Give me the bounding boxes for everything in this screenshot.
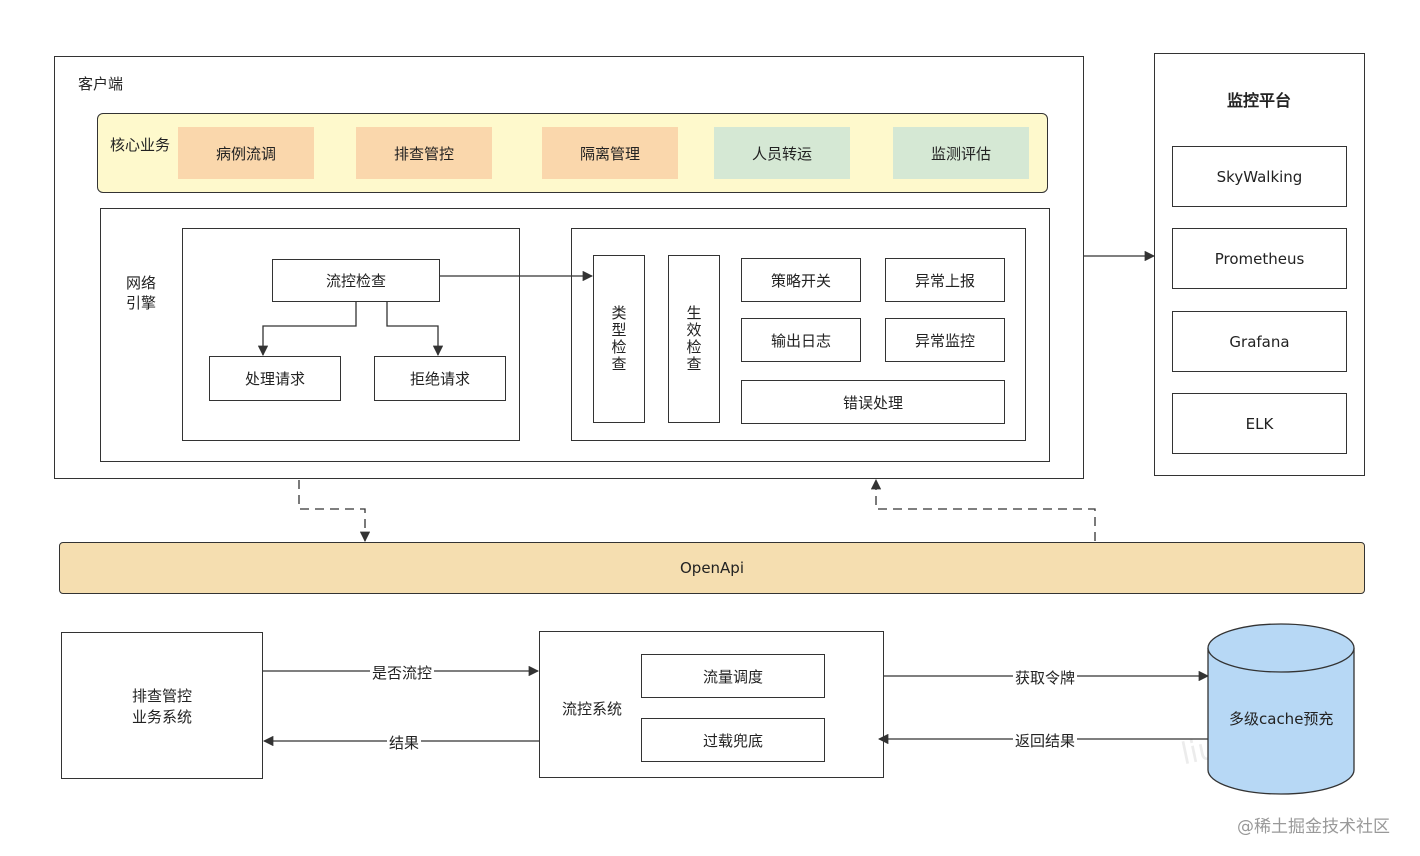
core-item-case-trace[interactable]: 病例流调 [178,127,314,179]
core-item-screening[interactable]: 排查管控 [356,127,492,179]
exception-monitor-box[interactable]: 异常监控 [885,318,1005,362]
label-get-token: 获取令牌 [1013,667,1078,688]
flow-system-title: 流控系统 [562,700,623,718]
exception-report-box[interactable]: 异常上报 [885,258,1005,302]
monitor-platform-title: 监控平台 [1227,91,1292,110]
label-result: 结果 [387,732,422,753]
screening-biz-line2: 业务系统 [131,707,192,726]
label-is-flow-controlled: 是否流控 [370,662,435,683]
screening-biz-system-box[interactable]: 排查管控 业务系统 [61,632,263,779]
monitor-item-prometheus[interactable]: Prometheus [1172,228,1347,289]
overload-fallback-box[interactable]: 过载兜底 [641,718,825,762]
dashed-client-to-openapi [298,480,371,543]
cache-label: 多级cache预充 [1229,710,1334,728]
cache-cylinder [1207,623,1355,795]
core-item-isolation[interactable]: 隔离管理 [542,127,678,179]
reject-request-box[interactable]: 拒绝请求 [374,356,506,401]
core-item-transfer[interactable]: 人员转运 [714,127,850,179]
strategy-switch-box[interactable]: 策略开关 [741,258,861,302]
client-title: 客户端 [78,75,124,93]
network-engine-title-1: 网络 [126,274,157,292]
arrow-flowcheck-to-reject [386,302,444,357]
effect-check-label: 生效检查 [684,305,703,373]
monitor-item-skywalking[interactable]: SkyWalking [1172,146,1347,207]
footer-credit: @稀土掘金技术社区 [1237,817,1390,837]
label-return-result: 返回结果 [1013,730,1078,751]
flow-dispatch-box[interactable]: 流量调度 [641,654,825,698]
effect-check-box[interactable]: 生效检查 [668,255,720,423]
core-item-monitor-eval[interactable]: 监测评估 [893,127,1029,179]
type-check-label: 类型检查 [609,305,628,373]
screening-biz-line1: 排查管控 [131,686,192,705]
flow-subpanel [182,228,520,441]
handle-request-box[interactable]: 处理请求 [209,356,341,401]
dashed-openapi-to-client [870,478,1096,541]
core-business-title: 核心业务 [110,136,171,154]
monitor-item-elk[interactable]: ELK [1172,393,1347,454]
type-check-box[interactable]: 类型检查 [593,255,645,423]
monitor-item-grafana[interactable]: Grafana [1172,311,1347,372]
openapi-bar[interactable]: OpenApi [59,542,1365,594]
output-log-box[interactable]: 输出日志 [741,318,861,362]
flow-check-box[interactable]: 流控检查 [272,259,440,302]
error-handling-box[interactable]: 错误处理 [741,380,1005,424]
network-engine-title-2: 引擎 [126,294,157,312]
arrow-flowcheck-to-handle [257,302,357,357]
